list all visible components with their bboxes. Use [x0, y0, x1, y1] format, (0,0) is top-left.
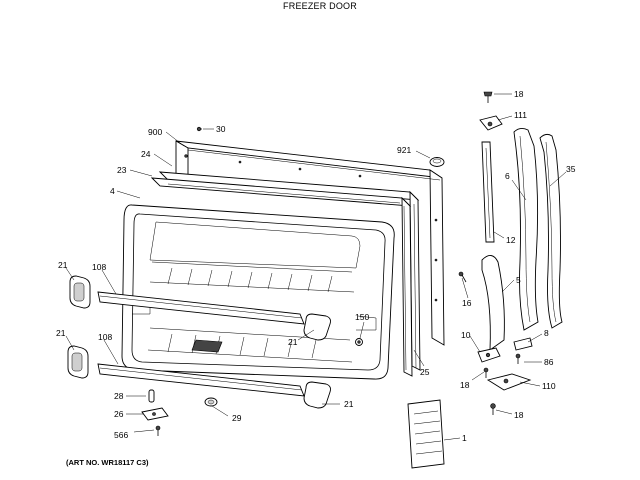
art-number: (ART NO. WR18117 C3) [66, 458, 149, 467]
callout-26: 26 [114, 409, 124, 419]
shelf-bar-upper [97, 291, 305, 325]
callout-110: 110 [542, 381, 556, 391]
callout-8: 8 [544, 328, 549, 338]
door-gasket [150, 171, 421, 377]
screw-18-bottom [490, 403, 496, 415]
screw-18-mid [483, 367, 489, 378]
callout-30: 30 [216, 124, 226, 134]
shelf-end-cap-right-upper [303, 313, 331, 341]
callout-21: 21 [56, 328, 66, 338]
grommet-29 [204, 397, 218, 407]
callout-108: 108 [98, 332, 112, 342]
callout-6: 6 [505, 171, 510, 181]
callout-1: 1 [462, 433, 467, 443]
callout-5: 5 [516, 275, 521, 285]
screw-16 [458, 271, 467, 283]
callout-21: 21 [58, 260, 68, 270]
spacer-28 [148, 389, 155, 403]
outer-door-panel [175, 140, 445, 346]
callout-566: 566 [114, 430, 128, 440]
screw-86 [515, 353, 521, 364]
shelf-end-cap-left-upper [69, 275, 91, 309]
shelf-end-cap-left-lower [67, 345, 89, 379]
leader-lines [65, 93, 567, 441]
callout-16: 16 [462, 298, 472, 308]
callout-10: 10 [461, 330, 471, 340]
callout-4: 4 [110, 186, 115, 196]
callout-35: 35 [566, 164, 576, 174]
callout-921: 921 [397, 145, 411, 155]
callout-86: 86 [544, 357, 554, 367]
upper-shelf-ribs [149, 261, 355, 293]
screw-30 [196, 126, 202, 132]
bracket-26 [141, 407, 169, 421]
inner-door-liner [121, 204, 395, 380]
callout-25: 25 [420, 367, 430, 377]
callout-111: 111 [514, 110, 527, 120]
hinge-cap-111 [479, 115, 503, 131]
diagram-title: FREEZER DOOR [283, 1, 357, 11]
callout-24: 24 [141, 149, 151, 159]
instruction-card-1 [407, 399, 445, 469]
hinge-pin-10 [477, 347, 501, 363]
callout-21: 21 [344, 399, 354, 409]
callout-150: 150 [355, 312, 369, 322]
callout-labels: 18 111 30 900 921 24 23 4 6 35 12 21 108… [56, 89, 576, 443]
screw-566 [155, 425, 161, 436]
callout-12: 12 [506, 235, 516, 245]
callout-18: 18 [514, 410, 524, 420]
callout-23: 23 [117, 165, 127, 175]
bottom-hinge-110 [486, 373, 532, 391]
handle-6 [513, 127, 539, 331]
callout-900: 900 [148, 127, 162, 137]
callout-108: 108 [92, 262, 106, 272]
callout-21: 21 [288, 337, 298, 347]
callout-18: 18 [514, 89, 524, 99]
door-stop-150 [355, 338, 363, 346]
screw-18-top [483, 91, 493, 103]
callout-28: 28 [114, 391, 124, 401]
callout-29: 29 [232, 413, 242, 423]
plug-button-921 [429, 157, 445, 167]
hinge-bracket-5 [481, 255, 505, 351]
handle-trim-35 [539, 133, 563, 329]
callout-18: 18 [460, 380, 470, 390]
hinge-bar-12 [481, 141, 495, 243]
hinge-bracket-8 [513, 337, 533, 351]
